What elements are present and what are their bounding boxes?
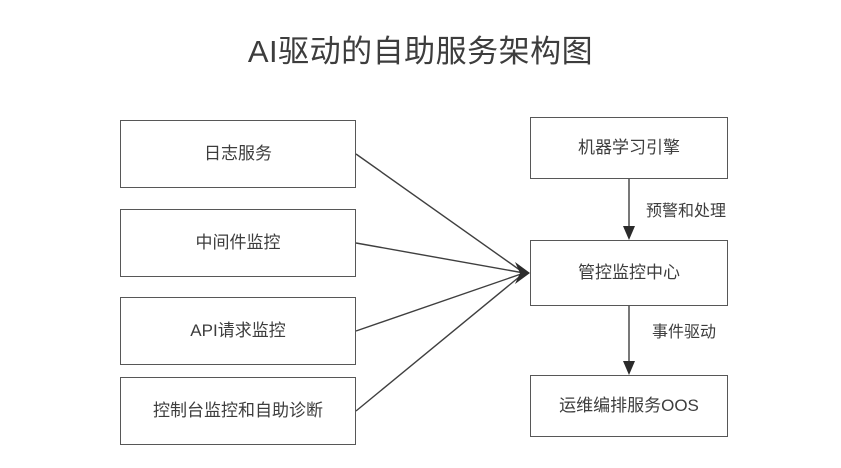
node-api-monitor-label: API请求监控 [190, 320, 286, 340]
node-ml-engine-label: 机器学习引擎 [578, 137, 680, 157]
node-ml-engine[interactable]: 机器学习引擎 [530, 117, 728, 179]
node-oos-service[interactable]: 运维编排服务OOS [530, 375, 728, 437]
node-control-center[interactable]: 管控监控中心 [530, 240, 728, 306]
arrowhead-ml-to-center [623, 226, 635, 240]
node-log-service-label: 日志服务 [204, 143, 272, 163]
arrowhead-center-to-oos [623, 361, 635, 375]
edge-log-to-center [355, 153, 525, 274]
node-log-service[interactable]: 日志服务 [120, 120, 356, 188]
edge-api-to-center [355, 272, 525, 332]
node-console-monitor-label: 控制台监控和自助诊断 [153, 400, 323, 420]
node-oos-service-label: 运维编排服务OOS [559, 395, 699, 415]
converging-arrowhead [515, 262, 530, 284]
edge-label-alert-and-handle: 预警和处理 [646, 203, 727, 220]
node-api-monitor[interactable]: API请求监控 [120, 297, 356, 365]
node-middleware-monitor-label: 中间件监控 [195, 232, 281, 252]
node-console-monitor[interactable]: 控制台监控和自助诊断 [120, 377, 356, 445]
edge-console-to-center [355, 272, 525, 412]
edge-middleware-to-center [355, 242, 525, 274]
node-middleware-monitor[interactable]: 中间件监控 [120, 209, 356, 277]
page-title: AI驱动的自助服务架构图 [247, 34, 594, 69]
edge-label-event-driven: 事件驱动 [652, 324, 717, 341]
node-control-center-label: 管控监控中心 [578, 262, 680, 282]
